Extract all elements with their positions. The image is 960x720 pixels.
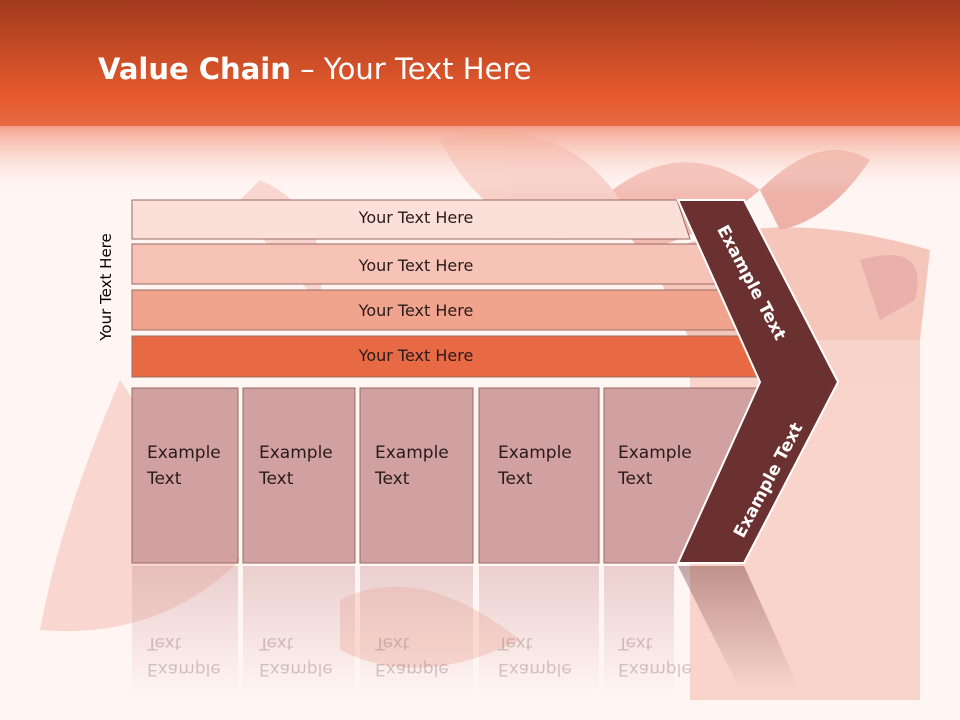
column-box-4 [478,387,600,564]
column-box-3 [359,387,474,564]
row-bar-1 [131,199,691,240]
chevron-arrow [676,199,840,564]
title-rest-part: – Your Text Here [290,52,532,86]
side-label: Your Text Here [97,233,115,341]
rows-group [131,199,763,378]
column-box-1 [131,387,239,564]
row-label-1: Your Text Here [358,208,474,227]
page-title: Value Chain – Your Text Here [98,52,532,96]
row-label-2: Your Text Here [358,256,474,275]
chevron-reflection [678,566,800,690]
column-reflection-3 [360,566,473,696]
columns-group [131,387,761,564]
row-label-4: Your Text Here [358,346,474,365]
column-reflection-5 [604,566,674,696]
column-box-2 [242,387,356,564]
column-reflection-2 [243,566,355,696]
column-reflection-4 [479,566,599,696]
row-label-3: Your Text Here [358,301,474,320]
header-band [0,0,960,128]
title-bold-part: Value Chain [98,52,291,86]
header-fade [0,126,960,196]
reflection-group [132,566,800,696]
column-reflection-1 [132,566,238,696]
